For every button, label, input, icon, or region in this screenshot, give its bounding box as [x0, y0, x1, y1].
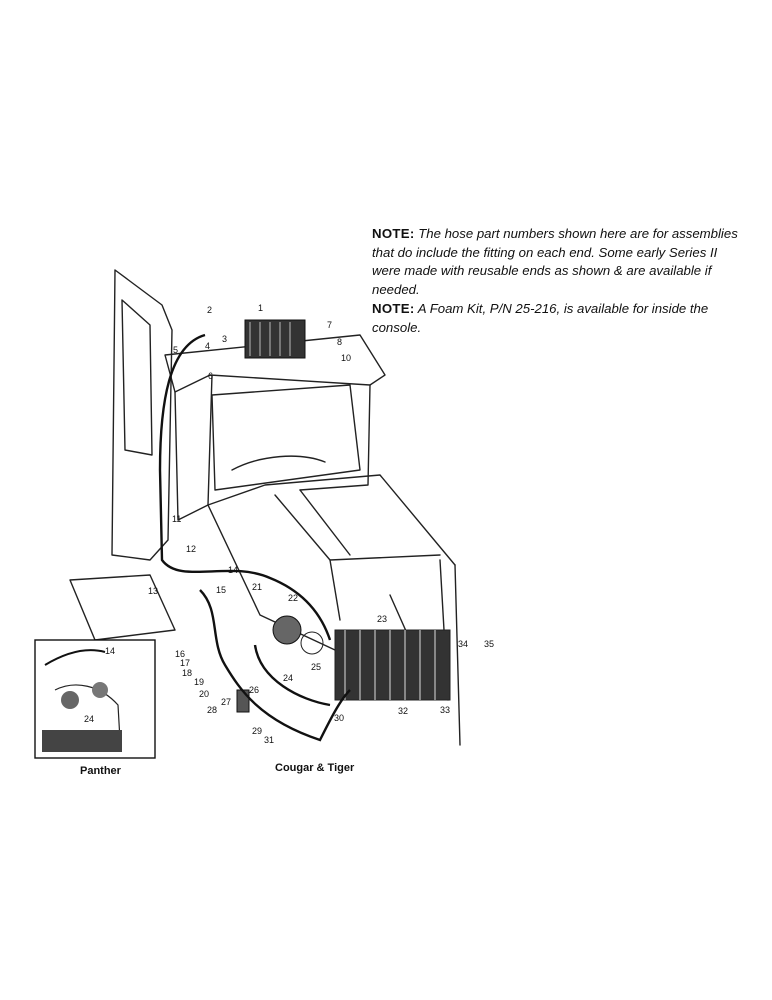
callout-label: 8	[337, 337, 342, 347]
callout-label: 13	[148, 586, 158, 596]
callout-label: 29	[252, 726, 262, 736]
evaporator	[244, 319, 306, 359]
callout-label: 33	[440, 705, 450, 715]
callout-label: 4	[205, 341, 210, 351]
cab-outline	[69, 269, 461, 746]
callout-label: 30	[334, 713, 344, 723]
compressor	[272, 615, 324, 655]
note-hose: NOTE: The hose part numbers shown here a…	[372, 225, 744, 299]
panther-inset	[34, 639, 156, 759]
callout-label: 16	[175, 649, 185, 659]
callout-label: 7	[327, 320, 332, 330]
callout-label: 24	[84, 714, 94, 724]
notes-block: NOTE: The hose part numbers shown here a…	[372, 225, 744, 338]
condenser-grid	[334, 629, 451, 701]
caption-panther: Panther	[80, 765, 121, 777]
callout-labels: 1 2 3 4 5 6 7 8 10 11 12 13 14 15 16 17 …	[84, 303, 494, 745]
callout-label: 35	[484, 639, 494, 649]
callout-label: 10	[341, 353, 351, 363]
callout-label: 19	[194, 677, 204, 687]
callout-label: 17	[180, 658, 190, 668]
receiver-drier	[236, 689, 250, 713]
callout-label: 14	[105, 646, 115, 656]
callout-label: 3	[222, 334, 227, 344]
callout-label: 18	[182, 668, 192, 678]
callout-label: 27	[221, 697, 231, 707]
callout-label: 12	[186, 544, 196, 554]
note-text: The hose part numbers shown here are for…	[372, 226, 738, 297]
callout-label: 15	[216, 585, 226, 595]
callout-label: 2	[207, 305, 212, 315]
hoses	[158, 333, 351, 742]
callout-label: 32	[398, 706, 408, 716]
callout-label: 1	[258, 303, 263, 313]
note-foam-kit: NOTE: A Foam Kit, P/N 25-216, is availab…	[372, 300, 744, 337]
callout-label: 11	[172, 514, 181, 524]
callout-label: 21	[252, 582, 262, 592]
callout-label: 6	[208, 371, 213, 381]
callout-label: 14	[228, 565, 238, 575]
callout-label: 34	[458, 639, 468, 649]
note-label: NOTE:	[372, 301, 415, 316]
note-label: NOTE:	[372, 226, 415, 241]
callout-label: 22	[288, 593, 298, 603]
callout-label: 26	[249, 685, 259, 695]
callout-label: 23	[377, 614, 387, 624]
callout-label: 24	[283, 673, 293, 683]
callout-label: 5	[173, 345, 178, 355]
caption-cougar-tiger: Cougar & Tiger	[275, 762, 355, 774]
callout-label: 25	[311, 662, 321, 672]
callout-label: 28	[207, 705, 217, 715]
note-text: A Foam Kit, P/N 25-216, is available for…	[372, 301, 709, 335]
callout-label: 31	[264, 735, 274, 745]
callout-label: 20	[199, 689, 209, 699]
